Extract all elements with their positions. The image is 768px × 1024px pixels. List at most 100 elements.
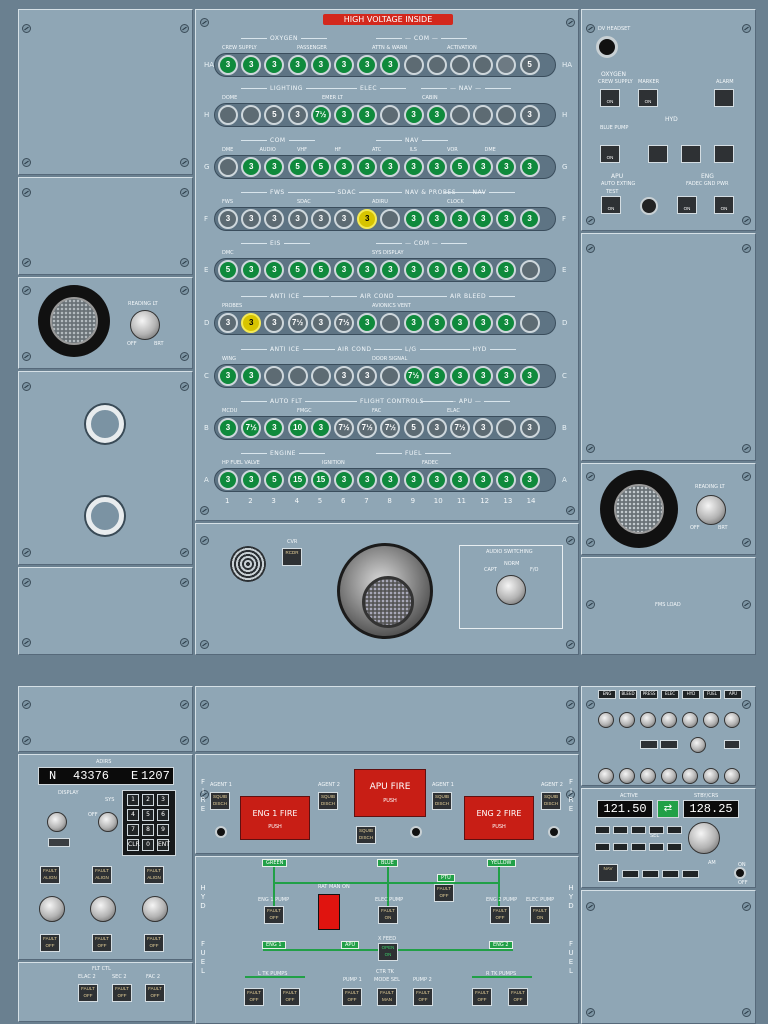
breaker-B-13[interactable]: [496, 418, 517, 438]
eng2-fire-test[interactable]: [548, 826, 560, 838]
ecp-sts-button[interactable]: [724, 740, 740, 749]
ecp-brightness-knob[interactable]: [690, 737, 706, 753]
breaker-D-11[interactable]: 3: [450, 313, 470, 333]
ir2-button[interactable]: FAULT ALIGN: [144, 866, 164, 884]
ecp-knob[interactable]: [724, 768, 740, 784]
breaker-F-1[interactable]: 3: [218, 209, 238, 229]
breaker-A-3[interactable]: 5: [264, 470, 285, 490]
ecp-knob[interactable]: [640, 712, 656, 728]
breaker-F-11[interactable]: 3: [450, 209, 470, 229]
apu-fire-test[interactable]: [410, 826, 422, 838]
breaker-F-3[interactable]: 3: [264, 209, 285, 229]
rmp-nav-key[interactable]: [682, 870, 699, 878]
breaker-E-13[interactable]: 3: [496, 260, 517, 280]
breaker-F-5[interactable]: 3: [310, 209, 331, 229]
breaker-C-8[interactable]: [380, 366, 401, 386]
ecp-knob[interactable]: [619, 712, 635, 728]
breaker-HA-5[interactable]: 3: [310, 55, 331, 75]
ptu-button[interactable]: FAULT OFF: [434, 884, 454, 902]
breaker-A-2[interactable]: 3: [241, 470, 262, 490]
ir1-mode-knob[interactable]: [39, 896, 65, 922]
breaker-H-11[interactable]: [450, 105, 470, 125]
breaker-D-2[interactable]: 3: [241, 313, 262, 333]
ecp-knob[interactable]: [724, 712, 740, 728]
breaker-D-10[interactable]: 3: [426, 313, 447, 333]
ecp-top-key[interactable]: FUEL: [703, 690, 721, 699]
xfeed-button[interactable]: OPEN ON: [378, 943, 398, 961]
rmp-nav-key[interactable]: [642, 870, 659, 878]
breaker-G-14[interactable]: 3: [519, 157, 540, 177]
adirs-display-knob[interactable]: [47, 812, 67, 832]
breaker-A-9[interactable]: 3: [403, 470, 424, 490]
rmp-transfer-button[interactable]: ⇄: [657, 800, 679, 818]
breaker-E-11[interactable]: 5: [450, 260, 470, 280]
ecp-top-key[interactable]: APU: [724, 690, 742, 699]
breaker-D-3[interactable]: 3: [264, 313, 285, 333]
adirs-key[interactable]: 1: [127, 794, 139, 806]
breaker-F-6[interactable]: 3: [334, 209, 354, 229]
leak-valve-2[interactable]: [681, 145, 701, 163]
rmp-power-switch[interactable]: [734, 867, 746, 879]
adr1-button[interactable]: FAULT OFF: [40, 934, 60, 952]
breaker-C-12[interactable]: 3: [473, 366, 494, 386]
rtk-pump2-button[interactable]: FAULT OFF: [508, 988, 528, 1006]
breaker-E-1[interactable]: 5: [218, 260, 238, 280]
adirs-key[interactable]: CLR: [127, 839, 140, 851]
breaker-A-14[interactable]: 3: [519, 470, 540, 490]
adirs-key[interactable]: 0: [142, 839, 154, 851]
breaker-HA-4[interactable]: 3: [287, 55, 308, 75]
ctr-pump1-button[interactable]: FAULT OFF: [342, 988, 362, 1006]
ltk-pump1-button[interactable]: FAULT OFF: [244, 988, 264, 1006]
breaker-D-7[interactable]: 3: [357, 313, 378, 333]
ecp-knob[interactable]: [640, 768, 656, 784]
breaker-C-3[interactable]: [264, 366, 285, 386]
ecp-knob[interactable]: [598, 768, 614, 784]
ir3-button[interactable]: FAULT ALIGN: [92, 866, 112, 884]
breaker-F-9[interactable]: 3: [403, 209, 424, 229]
breaker-H-10[interactable]: 3: [426, 105, 447, 125]
breaker-HA-2[interactable]: 3: [241, 55, 262, 75]
alarm-button[interactable]: [714, 89, 734, 107]
adirs-key[interactable]: ENT: [157, 839, 170, 851]
marker-button[interactable]: ON: [638, 89, 658, 107]
blue-elec-pump-button[interactable]: FAULT ON: [378, 906, 398, 924]
rmp-nav-key[interactable]: [662, 870, 679, 878]
breaker-B-1[interactable]: 3: [218, 418, 238, 438]
rmp-key[interactable]: [613, 843, 628, 851]
breaker-HA-12[interactable]: [473, 55, 494, 75]
eng1-agent1-button[interactable]: SQUIB DISCH: [210, 792, 230, 810]
ecp-knob[interactable]: [619, 768, 635, 784]
ctr-pump2-button[interactable]: FAULT OFF: [413, 988, 433, 1006]
ecp-knob[interactable]: [682, 712, 698, 728]
yellow-elec-pump-button[interactable]: FAULT ON: [530, 906, 550, 924]
rmp-key[interactable]: [649, 843, 664, 851]
breaker-C-2[interactable]: 3: [241, 366, 262, 386]
right-reading-lt-knob[interactable]: [696, 495, 726, 525]
breaker-F-4[interactable]: 3: [287, 209, 308, 229]
ir1-button[interactable]: FAULT ALIGN: [40, 866, 60, 884]
rmp-key[interactable]: [667, 826, 682, 834]
breaker-H-14[interactable]: 3: [519, 105, 540, 125]
adirs-key[interactable]: 4: [127, 809, 139, 821]
ir2-mode-knob[interactable]: [142, 896, 168, 922]
ecp-knob[interactable]: [703, 712, 719, 728]
breaker-G-4[interactable]: 5: [287, 157, 308, 177]
breaker-F-13[interactable]: 3: [496, 209, 517, 229]
ecp-to-config-button[interactable]: [640, 740, 658, 749]
elac2-button[interactable]: FAULT OFF: [78, 984, 98, 1002]
breaker-H-4[interactable]: 3: [287, 105, 308, 125]
breaker-B-9[interactable]: 5: [403, 418, 424, 438]
breaker-HA-14[interactable]: 5: [519, 55, 540, 75]
breaker-H-3[interactable]: 5: [264, 105, 285, 125]
breaker-D-4[interactable]: 7½: [287, 313, 308, 333]
breaker-A-1[interactable]: 3: [218, 470, 238, 490]
audio-switching-knob[interactable]: [496, 575, 526, 605]
apu-fire-button[interactable]: APU FIRE PUSH: [354, 769, 426, 817]
breaker-G-12[interactable]: 3: [473, 157, 494, 177]
mode-sel-button[interactable]: FAULT MAN: [377, 988, 397, 1006]
breaker-H-6[interactable]: 3: [334, 105, 354, 125]
adirs-key[interactable]: 3: [157, 794, 169, 806]
apu-reset-knob[interactable]: [640, 197, 658, 215]
ecp-top-key[interactable]: ELEC: [661, 690, 679, 699]
adirs-sys-knob[interactable]: [98, 812, 118, 832]
